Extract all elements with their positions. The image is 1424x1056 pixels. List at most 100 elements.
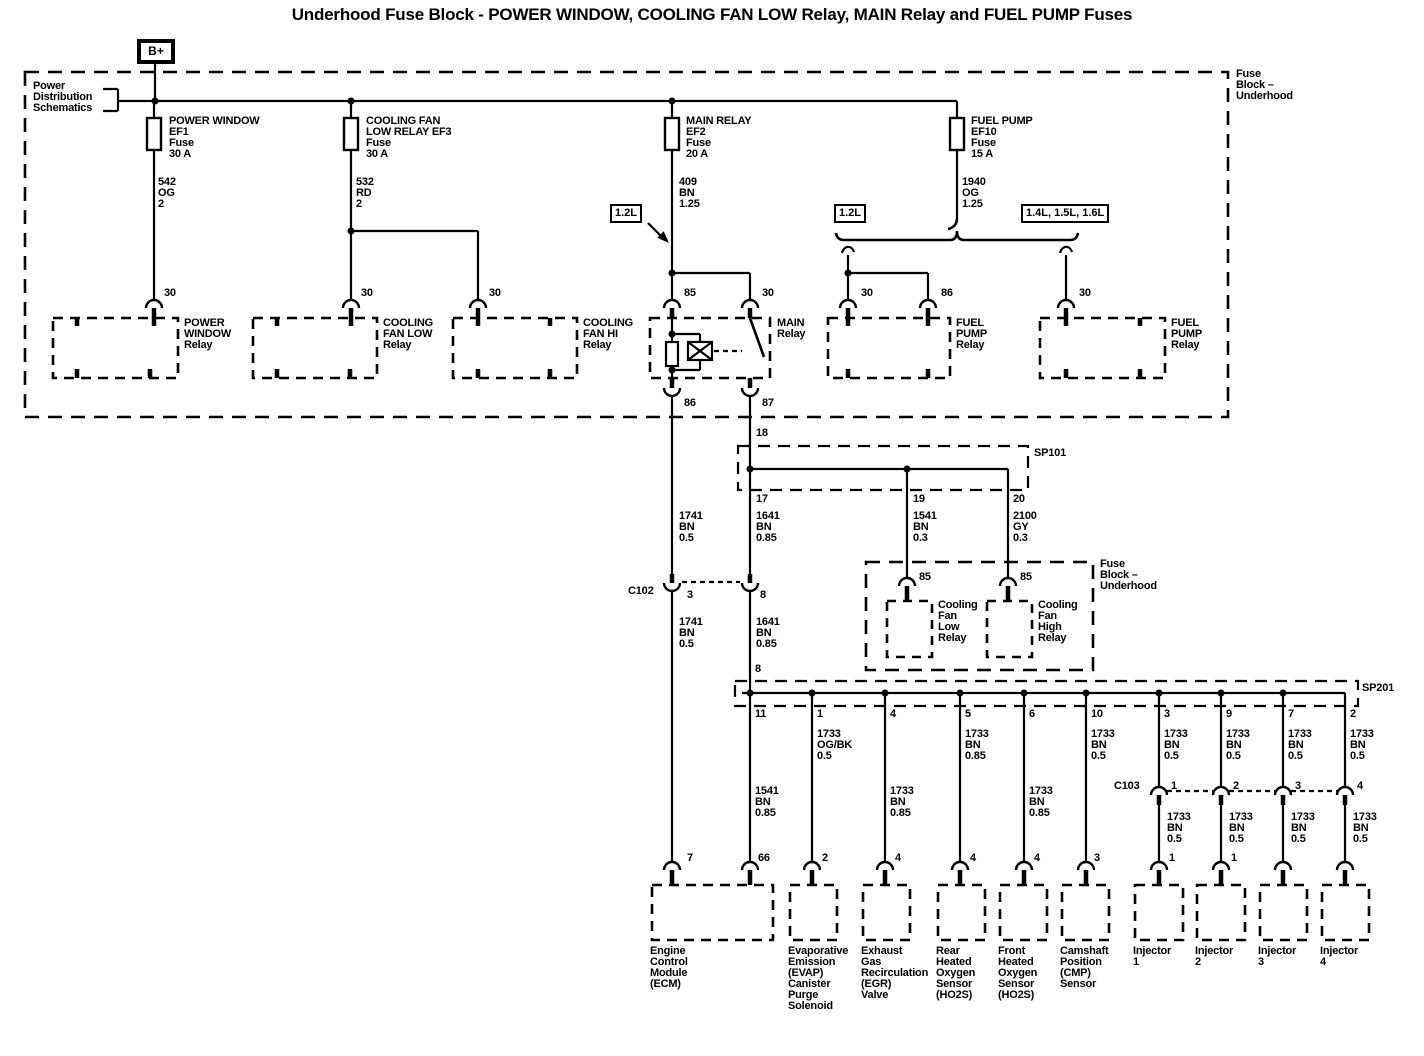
sp201-pin-11: 11 xyxy=(755,708,767,720)
evap-pin2: 2 xyxy=(822,852,828,864)
evap-label: Evaporative Emission (EVAP) Canister Pur… xyxy=(788,945,849,1012)
fp1-relay-pin30: 30 xyxy=(861,287,873,299)
cfl-relay-pin30: 30 xyxy=(361,287,373,299)
sp201-wire-3: 1733 BN 0.5 xyxy=(1164,728,1188,762)
injector4-label: Injector 4 xyxy=(1320,945,1359,968)
c103-label: C103 xyxy=(1114,780,1140,792)
pw-relay-pin30: 30 xyxy=(164,287,176,299)
sp201-wire-7: 1733 BN 0.5 xyxy=(1288,728,1312,762)
sp101-out20: 20 xyxy=(1013,493,1025,505)
cmp-label: Camshaft Position (CMP) Sensor xyxy=(1060,945,1109,990)
fuse-ef2-label: MAIN RELAY EF2 Fuse 20 A xyxy=(686,115,752,160)
front-ho2s-box xyxy=(998,883,1049,942)
main-relay-pin30: 30 xyxy=(762,287,774,299)
fuse-block2-label: Fuse Block – Underhood xyxy=(1100,558,1157,592)
sp101-in-pin18: 18 xyxy=(756,427,768,439)
fp1-relay-pin86: 86 xyxy=(941,287,953,299)
power-window-relay-label: POWER WINDOW Relay xyxy=(184,317,232,351)
c103-wire3: 1733 BN 0.5 xyxy=(1291,811,1315,845)
evap-box xyxy=(788,883,839,942)
wire-1641b-label: 1641 BN 0.85 xyxy=(756,616,780,650)
egr-label: Exhaust Gas Recirculation (EGR) Valve xyxy=(861,945,929,1001)
battery-terminal: B+ xyxy=(137,39,175,64)
power-bus-lines xyxy=(103,64,959,300)
sp201-wire-6: 1733 BN 0.85 xyxy=(1029,785,1053,819)
fuel-pump-branch xyxy=(834,217,1080,300)
sp201-pin-5: 5 xyxy=(965,708,971,720)
fuel-pump-relay2-label: FUEL PUMP Relay xyxy=(1171,317,1202,351)
egr-box xyxy=(861,883,912,942)
sp101-label: SP101 xyxy=(1034,447,1067,459)
fuse-block-label: Fuse Block – Underhood xyxy=(1236,68,1293,102)
sp201-wire-5: 1733 BN 0.85 xyxy=(965,728,989,762)
main-relay-pin85: 85 xyxy=(684,287,696,299)
cooling-fan-hi-relay-box xyxy=(451,316,579,380)
injector2-box xyxy=(1195,883,1247,942)
fuel-pump-relay1-label: FUEL PUMP Relay xyxy=(956,317,987,351)
cmp-pin3: 3 xyxy=(1094,852,1100,864)
ecm-label: Engine Control Module (ECM) xyxy=(650,945,688,990)
injector3-box xyxy=(1258,883,1309,942)
injector1-pin1: 1 xyxy=(1169,852,1175,864)
rear-ho2s-pin4: 4 xyxy=(970,852,976,864)
engine-tag-fuel-right: 1.4L, 1.5L, 1.6L xyxy=(1021,204,1110,223)
ecm-pin66: 66 xyxy=(758,852,770,864)
mid-section-wires xyxy=(662,396,1018,862)
wire-409-label: 409 BN 1.25 xyxy=(679,176,700,210)
power-distribution-label: Power Distribution Schematics xyxy=(33,80,93,114)
wire-542-label: 542 OG 2 xyxy=(158,176,176,210)
cooling-fan-low-relay2-label: Cooling Fan Low Relay xyxy=(938,599,978,644)
cooling-fan-low-relay-label: COOLING FAN LOW Relay xyxy=(383,317,433,351)
c103-wire4: 1733 BN 0.5 xyxy=(1353,811,1377,845)
sp101-out19: 19 xyxy=(913,493,925,505)
engine-tag-main: 1.2L xyxy=(610,204,643,223)
main-relay-pin86: 86 xyxy=(684,397,696,409)
rear-ho2s-box xyxy=(936,883,987,942)
sp201-pin-4: 4 xyxy=(890,708,896,720)
component-pins xyxy=(662,860,1355,885)
fp2-relay-pin30: 30 xyxy=(1079,287,1091,299)
injector1-label: Injector 1 xyxy=(1133,945,1172,968)
wire-1940-label: 1940 OG 1.25 xyxy=(962,176,986,210)
wire-2100-label: 2100 GY 0.3 xyxy=(1013,510,1037,544)
engine-tag-fuel-left: 1.2L xyxy=(834,204,867,223)
c103-wire1: 1733 BN 0.5 xyxy=(1167,811,1191,845)
sp201-label: SP201 xyxy=(1362,682,1395,694)
injector3-label: Injector 3 xyxy=(1258,945,1297,968)
fuel-pump-relay2-box xyxy=(1038,316,1167,380)
main-relay-label: MAIN Relay xyxy=(777,317,806,340)
sp201-wire-2: 1733 BN 0.5 xyxy=(1350,728,1374,762)
cooling-fan-low-relay-box xyxy=(251,316,379,380)
cooling-fan-high-relay2-box xyxy=(985,599,1034,659)
wire-1741a-label: 1741 BN 0.5 xyxy=(679,510,703,544)
c103-connector xyxy=(1149,785,1355,805)
c103-pin2: 2 xyxy=(1233,780,1239,792)
relay-pins xyxy=(74,298,1143,398)
fuse-ef1-label: POWER WINDOW EF1 Fuse 30 A xyxy=(169,115,260,160)
sp201-splice xyxy=(733,679,1360,862)
c103-pin4: 4 xyxy=(1357,780,1363,792)
front-ho2s-label: Front Heated Oxygen Sensor (HO2S) xyxy=(998,945,1038,1001)
cf-high-pin85: 85 xyxy=(1020,571,1032,583)
c102-pin3: 3 xyxy=(687,589,693,601)
engine-tag-arrow xyxy=(647,222,669,243)
sp201-pin-9: 9 xyxy=(1226,708,1232,720)
fuse-block-underhood-border xyxy=(23,70,1230,419)
wire-1741b-label: 1741 BN 0.5 xyxy=(679,616,703,650)
sp201-wire-11: 1541 BN 0.85 xyxy=(755,785,779,819)
main-relay-box xyxy=(648,316,772,380)
sp201-wire-4: 1733 BN 0.85 xyxy=(890,785,914,819)
egr-pin4: 4 xyxy=(895,852,901,864)
sp201-wire-1: 1733 OG/BK 0.5 xyxy=(817,728,853,762)
fuse-ef3-label: COOLING FAN LOW RELAY EF3 Fuse 30 A xyxy=(366,115,452,160)
sp201-pin-10: 10 xyxy=(1091,708,1103,720)
sp101-out17: 17 xyxy=(756,493,768,505)
main-relay-pin87: 87 xyxy=(762,397,774,409)
cfh-relay-pin30: 30 xyxy=(489,287,501,299)
cooling-fan-hi-relay-label: COOLING FAN HI Relay xyxy=(583,317,633,351)
sp101-splice-box xyxy=(736,444,1030,492)
sp201-pin-2: 2 xyxy=(1350,708,1356,720)
c102-pin8: 8 xyxy=(760,589,766,601)
sp201-pin-1: 1 xyxy=(817,708,823,720)
